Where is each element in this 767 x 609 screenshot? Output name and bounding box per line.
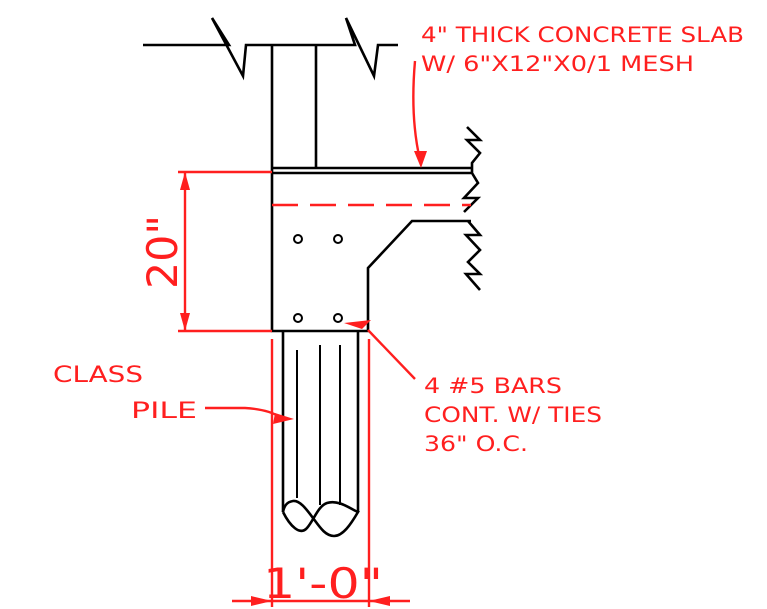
slab-leader-arrow xyxy=(414,151,427,168)
rebar-dot xyxy=(293,313,303,323)
slab-break-symbol xyxy=(461,126,484,213)
dimension-vertical-label: 20" xyxy=(138,215,187,289)
rebar-dot xyxy=(333,313,343,323)
structure-lines xyxy=(143,17,484,538)
bars-note-line-1: 4 #5 BARS xyxy=(424,374,562,398)
pile-note-leader xyxy=(205,406,281,419)
pile-leader-arrow xyxy=(273,413,294,424)
rebar-dot xyxy=(293,234,303,244)
dim-arrow-left xyxy=(251,596,272,606)
dimension-horizontal-label: 1'-0" xyxy=(263,559,383,608)
dim-arrow-top xyxy=(180,172,190,190)
pile-break-symbol xyxy=(281,499,360,538)
pile-note-line-1: CLASS xyxy=(53,363,143,388)
beam-break-symbol xyxy=(463,220,484,291)
slab-note-line-2: W/ 6"X12"X0/1 MESH xyxy=(421,52,694,76)
bars-note-line-3: 36" O.C. xyxy=(424,432,528,456)
slab-note-line-1: 4" THICK CONCRETE SLAB xyxy=(421,23,744,47)
bars-note-leader xyxy=(367,329,416,380)
pile-note-line-2: PILE xyxy=(131,399,197,424)
annotation-lines xyxy=(178,60,471,607)
annotation-text: 4" THICK CONCRETE SLAB W/ 6"X12"X0/1 MES… xyxy=(53,23,744,608)
rebar-dot xyxy=(333,234,343,244)
dim-arrow-bottom xyxy=(180,313,190,331)
dim-arrow-right xyxy=(369,596,390,606)
upper-floor-line xyxy=(143,17,398,81)
annotation-arrowheads xyxy=(180,151,427,606)
bars-note-line-2: CONT. W/ TIES xyxy=(424,403,602,427)
bars-leader-arrow xyxy=(344,320,371,329)
pile-cap-outline xyxy=(270,168,471,333)
slab-note-leader xyxy=(412,60,422,161)
